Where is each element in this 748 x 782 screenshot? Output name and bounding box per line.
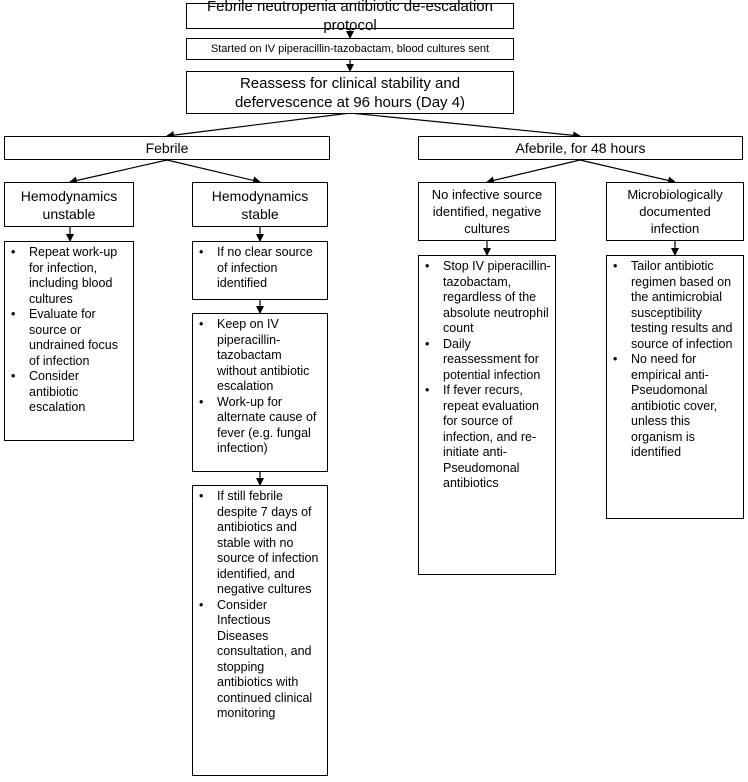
stable-step2-box: Keep on IV piperacillin-tazobactam witho… [192, 313, 328, 472]
list-item: Consider antibiotic escalation [5, 369, 129, 416]
documented-actions-list: Tailor antibiotic regimen based on the a… [607, 259, 739, 461]
protocol-title-box: Febrile neutropenia antibiotic de-escala… [186, 0, 514, 34]
stable-box: Hemodynamics stable [192, 182, 328, 227]
arrow-afebrile-to-documented [579, 159, 676, 185]
protocol-title: Febrile neutropenia antibiotic de-escala… [206, 0, 493, 34]
no-source-label: No infective source identified, negative… [431, 187, 543, 236]
arrow-reassess-to-afebrile [349, 112, 581, 140]
reassess-text: Reassess for clinical stability and defe… [234, 74, 466, 111]
afebrile-label: Afebrile, for 48 hours [515, 140, 646, 156]
no-source-actions-box: Stop IV piperacillin-tazobactam, regardl… [418, 255, 556, 575]
stable-step2-list: Keep on IV piperacillin-tazobactam witho… [193, 317, 323, 457]
arrow-afebrile-to-nosource [486, 159, 581, 185]
unstable-box: Hemodynamics unstable [4, 182, 134, 227]
list-item: Tailor antibiotic regimen based on the a… [607, 259, 739, 352]
documented-box: Microbiologically documented infection [606, 182, 744, 241]
stable-step3-list: If still febrile despite 7 days of antib… [193, 489, 323, 722]
stable-label: Hemodynamics stable [211, 187, 309, 222]
stable-step1-box: If no clear source of infection identifi… [192, 241, 328, 300]
list-item: Consider Infectious Diseases consultatio… [193, 598, 323, 722]
unstable-label: Hemodynamics unstable [20, 187, 118, 222]
list-item: No need for empirical anti-Pseudomonal a… [607, 352, 739, 461]
afebrile-box: Afebrile, for 48 hours [418, 136, 743, 160]
arrow-reassess-to-febrile [166, 112, 351, 140]
arrow-febrile-to-unstable [69, 159, 168, 185]
list-item: Evaluate for source or undrained focus o… [5, 307, 129, 369]
list-item: Repeat work-up for infection, including … [5, 245, 129, 307]
unstable-actions-box: Repeat work-up for infection, including … [4, 241, 134, 441]
list-item: Work-up for alternate cause of fever (e.… [193, 395, 323, 457]
list-item: Keep on IV piperacillin-tazobactam witho… [193, 317, 323, 395]
start-box: Started on IV piperacillin-tazobactam, b… [186, 38, 514, 60]
stable-step1-list: If no clear source of infection identifi… [193, 245, 323, 292]
reassess-box: Reassess for clinical stability and defe… [186, 71, 514, 114]
start-text: Started on IV piperacillin-tazobactam, b… [210, 42, 490, 55]
documented-actions-box: Tailor antibiotic regimen based on the a… [606, 255, 744, 519]
list-item: If no clear source of infection identifi… [193, 245, 323, 292]
no-source-actions-list: Stop IV piperacillin-tazobactam, regardl… [419, 259, 551, 492]
arrow-febrile-to-stable [166, 159, 261, 185]
stable-step3-box: If still febrile despite 7 days of antib… [192, 485, 328, 776]
list-item: If fever recurs, repeat evaluation for s… [419, 383, 551, 492]
febrile-label: Febrile [145, 140, 189, 156]
list-item: If still febrile despite 7 days of antib… [193, 489, 323, 598]
list-item: Stop IV piperacillin-tazobactam, regardl… [419, 259, 551, 337]
no-source-box: No infective source identified, negative… [418, 182, 556, 241]
unstable-actions-list: Repeat work-up for infection, including … [5, 245, 129, 416]
febrile-box: Febrile [4, 136, 330, 160]
documented-label: Microbiologically documented infection [627, 187, 723, 236]
list-item: Daily reassessment for potential infecti… [419, 337, 551, 384]
